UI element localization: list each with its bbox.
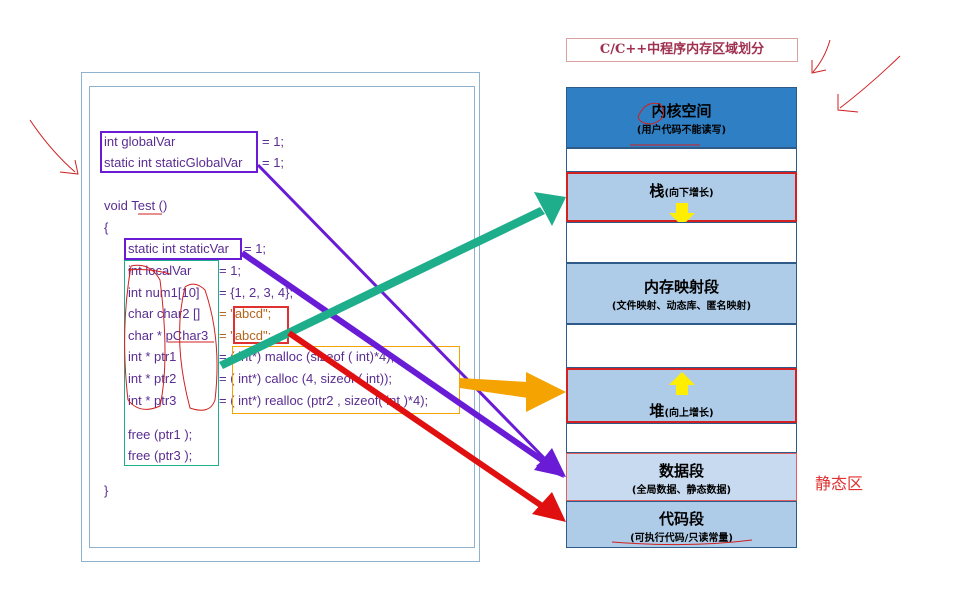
arrow-up-icon	[668, 372, 695, 395]
code-ptr3-init: = ( int*) realloc (ptr2 , sizeof( int )*…	[219, 393, 429, 408]
segment-stack: 栈(向下增长)	[566, 172, 797, 226]
segment-stack-label: 栈(向下增长)	[568, 180, 795, 201]
segment-gap-1	[566, 148, 797, 172]
segment-kernel-space: 内核空间 (用户代码不能读写)	[566, 87, 797, 148]
segment-mmap-sub: (文件映射、动态库、匿名映射)	[611, 301, 752, 312]
code-frame-outer	[81, 72, 480, 562]
hand-annotations	[29, 39, 901, 546]
segment-mmap: 内存映射段 (文件映射、动态库、匿名映射)	[566, 263, 797, 324]
code-local-var-init: = 1;	[219, 263, 242, 278]
arrow-locals-to-stack	[219, 192, 566, 369]
arrow-alloc-to-heap	[460, 372, 566, 412]
segment-data-sub: (全局数据、静态数据)	[631, 485, 732, 496]
segment-kernel-sub: (用户代码不能读写)	[636, 125, 727, 136]
static-region-label: 静态区	[815, 474, 864, 493]
code-free-ptr3: free (ptr3 );	[128, 448, 193, 463]
segment-gap-3	[566, 324, 797, 368]
segment-code-title: 代码段	[658, 510, 704, 528]
static-var-highlight	[124, 238, 242, 260]
code-pchar3: char * pChar3	[128, 328, 209, 343]
segment-mmap-title: 内存映射段	[643, 278, 719, 296]
code-static-var: static int staticVar	[128, 241, 229, 256]
code-num1: int num1[10]	[128, 285, 200, 300]
code-close-brace: }	[104, 483, 109, 498]
code-num1-init: = {1, 2, 3, 4};	[219, 285, 294, 300]
segment-data: 数据段 (全局数据、静态数据)	[566, 453, 797, 501]
code-static-var-init: = 1;	[244, 241, 267, 256]
code-static-global-var: static int staticGlobalVar	[104, 155, 243, 170]
segment-code-sub: (可执行代码/只读常量)	[630, 533, 733, 544]
segment-heap: 堆(向上增长)	[566, 368, 797, 423]
segment-stack-title: 栈	[649, 182, 665, 200]
code-global-var-init: = 1;	[262, 134, 285, 149]
segment-gap-4	[566, 423, 797, 453]
code-free-ptr1: free (ptr1 );	[128, 427, 193, 442]
segment-heap-label: 堆(向上增长)	[568, 400, 795, 421]
arrow-down-icon	[668, 203, 695, 226]
arrow-literal-to-code	[287, 330, 566, 522]
segment-kernel-title: 内核空间	[651, 102, 712, 120]
global-vars-highlight	[100, 131, 258, 173]
diagram-title: C/C++中程序内存区域划分	[566, 38, 798, 62]
arrow-static-to-data	[240, 250, 566, 477]
code-ptr2: int * ptr2	[128, 371, 177, 386]
segment-code: 代码段 (可执行代码/只读常量)	[566, 501, 797, 548]
segment-gap-2	[566, 222, 797, 263]
code-frame-inner	[89, 86, 475, 548]
segment-stack-sub: (向下增长)	[664, 188, 714, 199]
code-function-header: void Test ()	[104, 198, 168, 213]
segment-data-title: 数据段	[658, 462, 704, 480]
code-pchar3-init: = "abcd";	[219, 328, 272, 343]
code-char2-init: = "abcd";	[219, 306, 272, 321]
code-local-var: int localVar	[128, 263, 192, 278]
code-ptr2-init: = ( int*) calloc (4, sizeof ( int));	[219, 371, 393, 386]
local-vars-highlight	[124, 260, 219, 466]
code-static-global-var-init: = 1;	[262, 155, 285, 170]
code-global-var: int globalVar	[104, 134, 176, 149]
segment-heap-sub: (向上增长)	[664, 408, 714, 419]
code-open-brace: {	[104, 220, 109, 235]
code-ptr3: int * ptr3	[128, 393, 177, 408]
segment-heap-title: 堆	[649, 402, 665, 420]
heap-alloc-highlight	[232, 346, 460, 414]
